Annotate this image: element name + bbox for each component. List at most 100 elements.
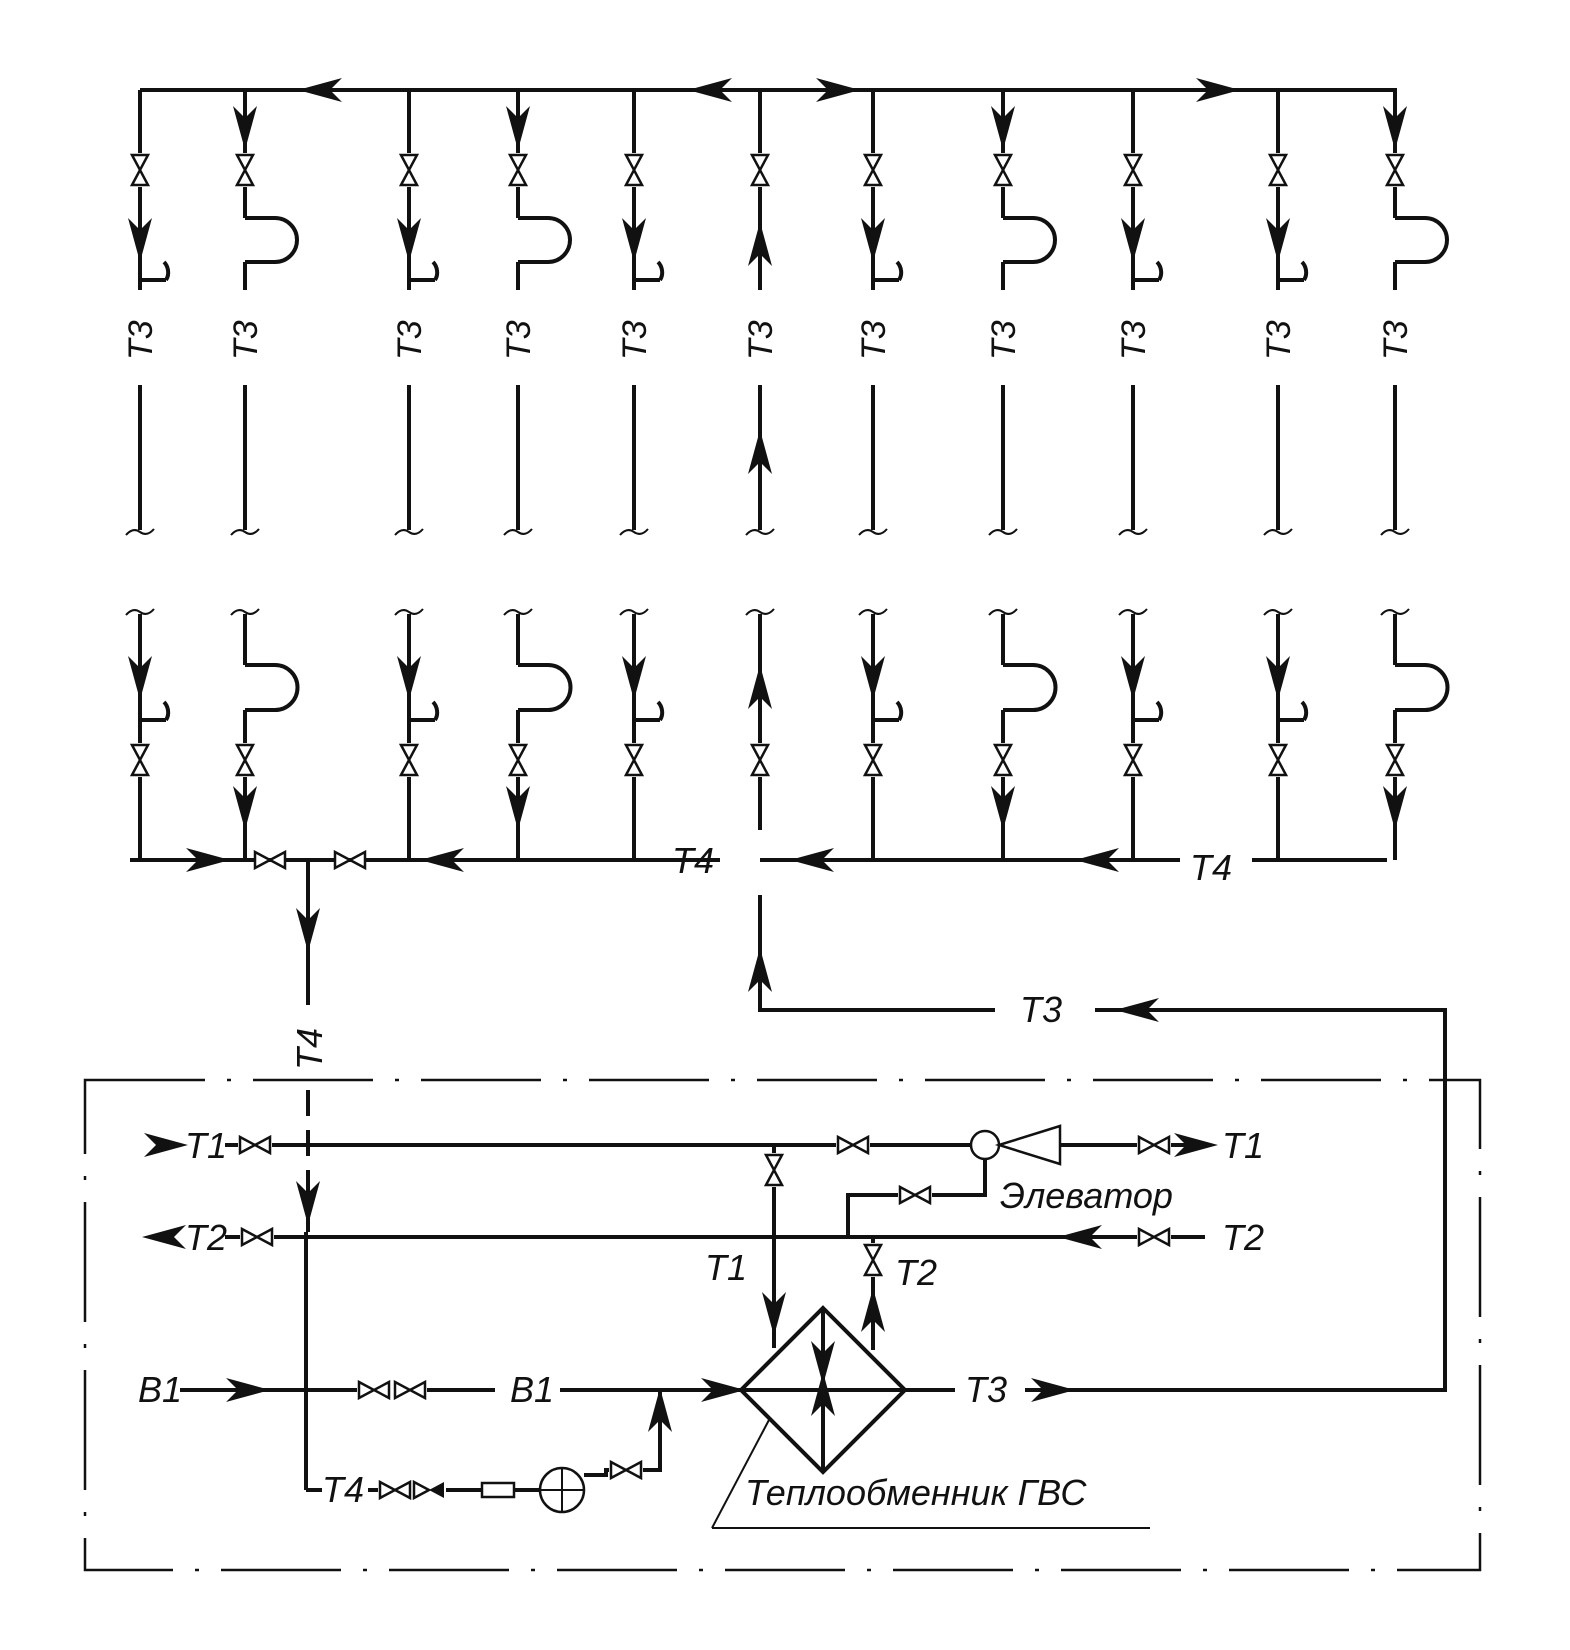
flow-arrow-left — [790, 848, 834, 872]
t1-branch: Т1 — [705, 1145, 786, 1348]
t4-check-valve[interactable] — [412, 1479, 444, 1501]
riser-t3: Т3 — [985, 90, 1058, 860]
t4-pump-valve-1[interactable] — [378, 1479, 412, 1501]
t1-branch-valve[interactable] — [763, 1153, 785, 1187]
flow-arrow-right — [226, 1378, 270, 1402]
flow-arrow-right — [186, 848, 230, 872]
flow-arrow-down — [1121, 656, 1145, 700]
flow-arrow-down — [296, 1181, 320, 1225]
flow-arrow-down — [622, 218, 646, 262]
t2-branch-valve[interactable] — [862, 1243, 884, 1277]
flow-arrow-down — [1383, 786, 1407, 830]
riser-label: Т3 — [616, 320, 654, 360]
flow-arrow-down — [1266, 656, 1290, 700]
flow-arrow-up — [748, 665, 772, 709]
riser-t3: Т3 — [1115, 90, 1164, 860]
riser-bottom-valve[interactable] — [129, 743, 151, 777]
flow-arrow-up — [861, 1288, 885, 1332]
elevator-suction-valve[interactable] — [898, 1184, 932, 1206]
flow-arrow-left — [1115, 998, 1159, 1022]
break-mark — [394, 528, 424, 536]
t1-outlet-valve[interactable] — [1137, 1134, 1171, 1156]
riser-top-valve[interactable] — [507, 153, 529, 187]
riser-label: Т3 — [855, 320, 893, 360]
flow-arrow-down — [233, 106, 257, 150]
b1-in-label: В1 — [138, 1369, 182, 1410]
collector-valve-2[interactable] — [333, 849, 367, 871]
riser-top-valve[interactable] — [992, 153, 1014, 187]
break-mark — [230, 528, 260, 536]
break-mark — [230, 608, 260, 616]
riser-top-valve[interactable] — [623, 153, 645, 187]
riser-top-valve[interactable] — [749, 153, 771, 187]
b1-valve-1[interactable] — [357, 1379, 391, 1401]
break-mark — [988, 608, 1018, 616]
flow-arrow-up — [811, 1372, 835, 1416]
riser-top-valve[interactable] — [862, 153, 884, 187]
riser-t3: Т3 — [742, 90, 780, 830]
flow-arrow-right — [1031, 1378, 1075, 1402]
flow-arrow-right — [1196, 78, 1240, 102]
flow-arrow-left — [142, 1225, 186, 1249]
flow-arrow-down — [762, 1292, 786, 1336]
faucet-icon — [409, 260, 440, 282]
riser-top-valve[interactable] — [234, 153, 256, 187]
b1-valve-2[interactable] — [393, 1379, 427, 1401]
t1-elevator-valve[interactable] — [836, 1134, 870, 1156]
t2-line: Т2 Т2 — [142, 1217, 1264, 1258]
t2-out-label: Т2 — [185, 1217, 227, 1258]
t1-inlet-valve[interactable] — [238, 1134, 272, 1156]
flow-arrow-down — [811, 1341, 835, 1385]
flow-arrow-up — [748, 948, 772, 992]
riser-bottom-valve[interactable] — [234, 743, 256, 777]
flow-arrow-down — [397, 218, 421, 262]
flow-arrow-down — [991, 786, 1015, 830]
t3-return-label: Т3 — [1020, 989, 1062, 1030]
b1-line: В1 В1 — [138, 1369, 745, 1410]
riser-bottom-valve[interactable] — [623, 743, 645, 777]
riser-top-valve[interactable] — [1122, 153, 1144, 187]
heat-exchanger: Теплообменник ГВС — [711, 1305, 1150, 1529]
faucet-icon — [1278, 260, 1309, 282]
t4-pump-valve-2[interactable] — [609, 1459, 643, 1481]
riser-bottom-valve[interactable] — [1122, 743, 1144, 777]
t4-collector: Т4 Т4 — [130, 840, 1387, 888]
exchanger-label: Теплообменник ГВС — [745, 1472, 1087, 1513]
strainer — [480, 1481, 516, 1499]
t4-pump-label: Т4 — [322, 1469, 364, 1510]
riser-label: Т3 — [985, 320, 1023, 360]
t2-inlet-valve[interactable] — [1137, 1226, 1171, 1248]
riser-bottom-valve[interactable] — [1267, 743, 1289, 777]
collector-valve-1[interactable] — [253, 849, 287, 871]
towel-dryer-icon — [1003, 663, 1058, 712]
flow-arrow-right — [701, 1378, 745, 1402]
riser-bottom-valve[interactable] — [749, 743, 771, 777]
riser-label: Т3 — [1260, 320, 1298, 360]
flow-arrow-left — [298, 78, 342, 102]
riser-bottom-valve[interactable] — [992, 743, 1014, 777]
flow-arrow-right — [1174, 1133, 1218, 1157]
riser-top-valve[interactable] — [1267, 153, 1289, 187]
riser-top-valve[interactable] — [398, 153, 420, 187]
riser-t3: Т3 — [1260, 90, 1309, 860]
flow-arrow-down — [1121, 218, 1145, 262]
faucet-icon — [634, 260, 665, 282]
break-mark — [503, 528, 533, 536]
riser-top-valve[interactable] — [129, 153, 151, 187]
faucet-icon — [409, 700, 440, 722]
riser-bottom-valve[interactable] — [507, 743, 529, 777]
riser-bottom-valve[interactable] — [1384, 743, 1406, 777]
faucet-icon — [1278, 700, 1309, 722]
t1-out-label: Т1 — [1222, 1125, 1264, 1166]
break-mark — [394, 608, 424, 616]
break-mark — [858, 528, 888, 536]
t2-outlet-valve[interactable] — [240, 1226, 274, 1248]
faucet-icon — [1133, 700, 1164, 722]
t4-pump-line: Т4 — [322, 1388, 672, 1514]
riser-top-valve[interactable] — [1384, 153, 1406, 187]
faucet-icon — [1133, 260, 1164, 282]
riser-bottom-valve[interactable] — [862, 743, 884, 777]
riser-bottom-valve[interactable] — [398, 743, 420, 777]
towel-dryer-icon — [1003, 216, 1057, 264]
riser-t3: Т3 — [122, 90, 171, 860]
